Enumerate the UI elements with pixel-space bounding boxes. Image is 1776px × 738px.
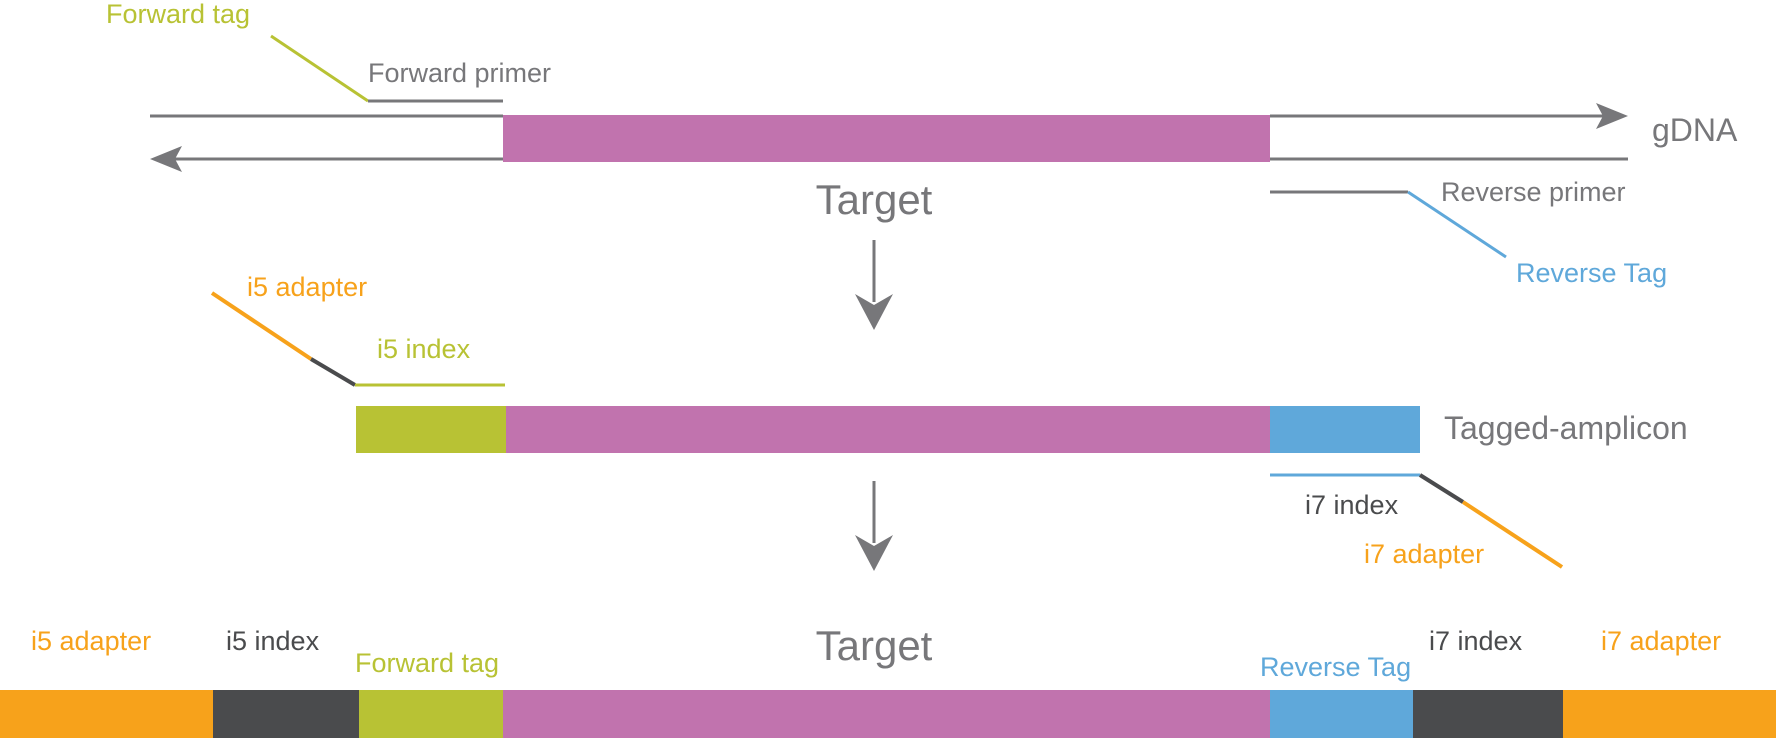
gdna-bottom-arrowhead [150, 146, 182, 172]
i7-index-label-final: i7 index [1429, 626, 1523, 656]
step1-gdna: Forward tag Forward primer gDNA Target R… [106, 0, 1738, 288]
i7-index-block [1413, 690, 1563, 738]
forward-tag-block [356, 406, 506, 453]
forward-tag-label-final: Forward tag [355, 648, 499, 678]
reverse-tag-block [1270, 406, 1420, 453]
gdna-label: gDNA [1652, 112, 1738, 148]
i5-adapter-label-step2: i5 adapter [247, 272, 367, 302]
reverse-tag-label-step1: Reverse Tag [1516, 258, 1667, 288]
target-label-final: Target [816, 622, 933, 669]
i7-linker-line [1418, 473, 1465, 504]
step2-tagged-amplicon: i5 adapter i5 index Tagged-amplicon i7 i… [210, 272, 1688, 569]
process-arrow-1 [855, 240, 893, 330]
i5-adapter-label-final: i5 adapter [31, 626, 151, 656]
reverse-tag-label-final: Reverse Tag [1260, 652, 1411, 682]
i5-adapter-block [0, 690, 213, 738]
i7-index-label-step2: i7 index [1305, 490, 1399, 520]
i5-adapter-line [210, 291, 313, 361]
reverse-primer-label: Reverse primer [1441, 177, 1626, 207]
forward-tag-line [270, 34, 369, 103]
down-arrow-icon [855, 294, 893, 330]
forward-primer-label: Forward primer [368, 58, 551, 88]
target-block-final [503, 690, 1270, 738]
i7-adapter-block [1563, 690, 1776, 738]
gdna-top-arrowhead [1596, 103, 1628, 129]
forward-tag-label: Forward tag [106, 0, 250, 29]
i5-index-block [213, 690, 359, 738]
target-block-step2 [506, 406, 1270, 453]
down-arrow-icon [855, 535, 893, 571]
process-arrow-2 [855, 481, 893, 571]
i7-adapter-label-step2: i7 adapter [1364, 539, 1484, 569]
target-block-step1 [503, 115, 1270, 162]
i5-linker-line [309, 357, 357, 387]
forward-tag-block-final [359, 690, 503, 738]
step3-final-library: i5 adapter i5 index Forward tag Target R… [0, 622, 1776, 738]
i5-index-label-final: i5 index [226, 626, 320, 656]
tagged-amplicon-label: Tagged-amplicon [1444, 410, 1688, 446]
reverse-tag-block-final [1270, 690, 1413, 738]
reverse-tag-line [1407, 190, 1507, 259]
i7-adapter-label-final: i7 adapter [1601, 626, 1721, 656]
i7-adapter-line [1461, 500, 1564, 569]
target-label-step1: Target [816, 176, 933, 223]
i5-index-label-step2: i5 index [377, 334, 471, 364]
